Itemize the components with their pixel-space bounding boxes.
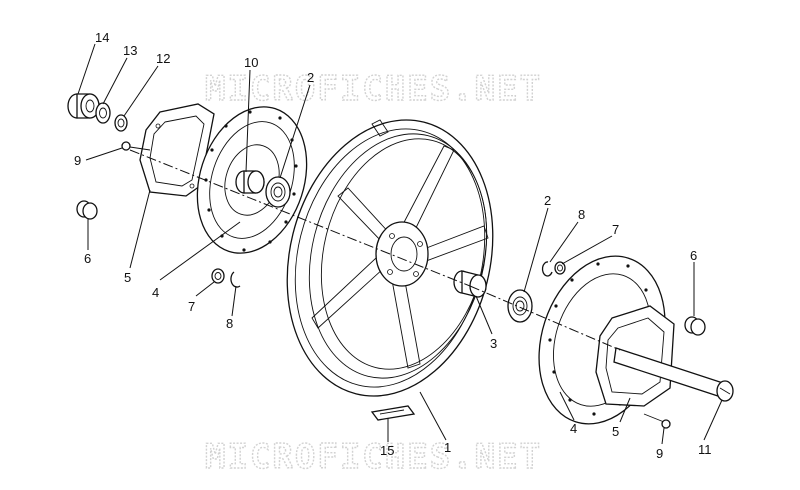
callout-4-left: 4 xyxy=(152,285,159,300)
callout-12: 12 xyxy=(156,51,170,66)
callout-5-right: 5 xyxy=(612,424,619,439)
callout-14: 14 xyxy=(95,30,109,45)
callout-8-right: 8 xyxy=(578,207,585,222)
watermark-bottom: MICROFICHES.NET xyxy=(205,437,542,477)
clip-15 xyxy=(370,405,416,421)
leader-lines xyxy=(77,43,723,445)
callout-9-left: 9 xyxy=(74,153,81,168)
caliper-bracket-left xyxy=(139,103,215,197)
circlip-left-8 xyxy=(230,271,241,288)
callout-15: 15 xyxy=(380,443,394,458)
washer-right-7 xyxy=(554,261,566,275)
bearing-right xyxy=(507,289,533,323)
axle xyxy=(613,347,734,402)
callout-3: 3 xyxy=(490,336,497,351)
spacer-14 xyxy=(67,93,100,119)
callout-13: 13 xyxy=(123,43,137,58)
callout-9-right: 9 xyxy=(656,446,663,461)
disc-holes-left xyxy=(204,110,298,252)
bushing-left xyxy=(76,200,98,220)
callout-7-left: 7 xyxy=(188,299,195,314)
callout-10: 10 xyxy=(244,55,258,70)
callout-4-right: 4 xyxy=(570,421,577,436)
callout-1: 1 xyxy=(444,440,451,455)
callout-6-right: 6 xyxy=(690,248,697,263)
screw-right xyxy=(643,413,671,429)
callout-2-left: 2 xyxy=(307,70,314,85)
callout-8-left: 8 xyxy=(226,316,233,331)
callout-6-left: 6 xyxy=(84,251,91,266)
callout-2-right: 2 xyxy=(544,193,551,208)
callout-11: 11 xyxy=(698,442,712,457)
washer-right-8 xyxy=(541,261,553,277)
screw-left xyxy=(121,141,151,151)
spacer-10 xyxy=(235,170,265,194)
nut-13 xyxy=(95,102,111,124)
callout-7-right: 7 xyxy=(612,222,619,237)
bearing-left xyxy=(265,176,291,208)
wheel-hub xyxy=(375,221,429,287)
callout-5-left: 5 xyxy=(124,270,131,285)
washer-left-7 xyxy=(211,268,225,284)
bushing-right xyxy=(684,316,706,336)
washer-12 xyxy=(114,114,128,132)
watermark-top: MICROFICHES.NET xyxy=(205,69,542,109)
